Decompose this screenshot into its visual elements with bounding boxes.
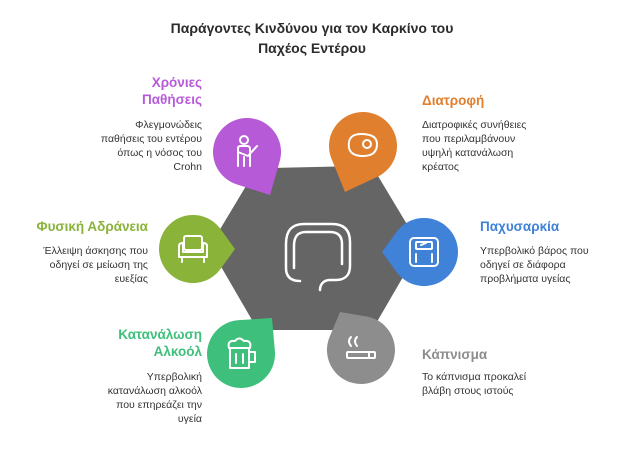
petal-inactivity [159, 215, 235, 283]
factor-heading-diet: Διατροφή [422, 93, 485, 108]
scale-icon [409, 237, 439, 267]
cigarette-icon [346, 336, 376, 359]
armchair-icon [178, 235, 208, 263]
factor-heading-smoking: Κάπνισμα [422, 347, 488, 362]
factor-heading-alcohol: Κατανάλωση Αλκοόλ [118, 327, 202, 359]
petal-smoking [326, 312, 395, 385]
title-line-2: Παχέος Εντέρου [258, 40, 366, 56]
title-line-1: Παράγοντες Κινδύνου για τον Καρκίνο του [170, 20, 454, 36]
factor-heading-chronic: Χρόνιες Παθήσεις [141, 75, 202, 107]
factor-desc-diet: Διατροφικές συνήθειες που περιλαμβάνουν … [422, 119, 527, 173]
center-hexagon [213, 166, 417, 330]
beer-mug-icon [227, 337, 256, 369]
petal-obesity [382, 218, 458, 286]
page-title: Παράγοντες Κινδύνου για τον Καρκίνο του … [0, 18, 624, 58]
steak-icon [347, 133, 378, 157]
factor-heading-inactivity: Φυσική Αδράνεια [36, 219, 148, 234]
factor-heading-obesity: Παχυσαρκία [480, 219, 560, 234]
colon-icon [284, 222, 352, 292]
sick-person-icon [237, 135, 258, 167]
factor-desc-obesity: Υπερβολικό βάρος που οδηγεί σε διάφορα π… [480, 245, 589, 285]
factor-desc-inactivity: Έλλειψη άσκησης που οδηγεί σε μείωση της… [43, 245, 148, 285]
factor-desc-alcohol: Υπερβολική κατανάλωση αλκοόλ που επηρεάζ… [107, 371, 202, 425]
petal-alcohol [207, 318, 276, 389]
factor-desc-smoking: Το κάπνισμα προκαλεί βλάβη στους ιστούς [422, 371, 527, 397]
factor-desc-chronic: Φλεγμονώδεις παθήσεις του εντέρου όπως η… [100, 119, 202, 173]
petal-diet [328, 112, 397, 192]
